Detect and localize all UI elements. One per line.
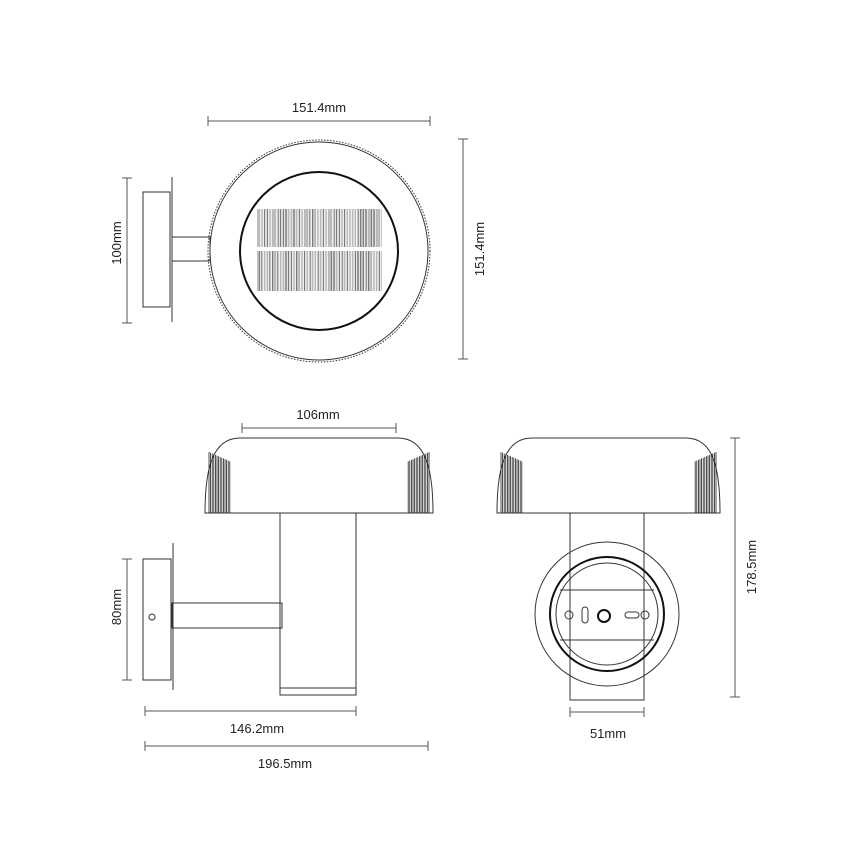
shade (496, 437, 721, 514)
dim-arm-depth: 146.2mm (230, 721, 284, 736)
wall-plate-box (142, 558, 172, 681)
shade-hatching (500, 452, 717, 513)
wall-plate-box (142, 191, 171, 308)
mount-ring-outer (534, 541, 680, 687)
dim-front-height: 178.5mm (744, 540, 759, 594)
shade-outer (209, 141, 429, 361)
dim-column-width: 51mm (590, 726, 626, 741)
scalloped-shade-edge (207, 139, 431, 363)
column (279, 512, 357, 696)
dim-shade-top: 106mm (296, 407, 339, 422)
dim-top-plate: 100mm (109, 221, 124, 264)
shade (204, 437, 434, 514)
dim-side-plate: 80mm (109, 589, 124, 625)
side-view: 106mm 80mm 146.2mm 196.5mm (109, 407, 434, 771)
top-view: 151.4mm 151.4mm 100mm (109, 100, 487, 363)
dim-total-depth: 196.5mm (258, 756, 312, 771)
solar-panel (257, 209, 382, 291)
dim-top-height: 151.4mm (472, 222, 487, 276)
screw-icon (148, 613, 156, 621)
arm (171, 236, 211, 262)
arm (171, 602, 283, 629)
column (569, 512, 645, 701)
solar-ring (239, 171, 399, 331)
mount-ring-inner (549, 556, 665, 672)
dim-top-width: 151.4mm (292, 100, 346, 115)
center-screw-icon (597, 609, 611, 623)
shade-hatching (208, 452, 430, 513)
front-view: 178.5mm 51mm (496, 437, 759, 741)
